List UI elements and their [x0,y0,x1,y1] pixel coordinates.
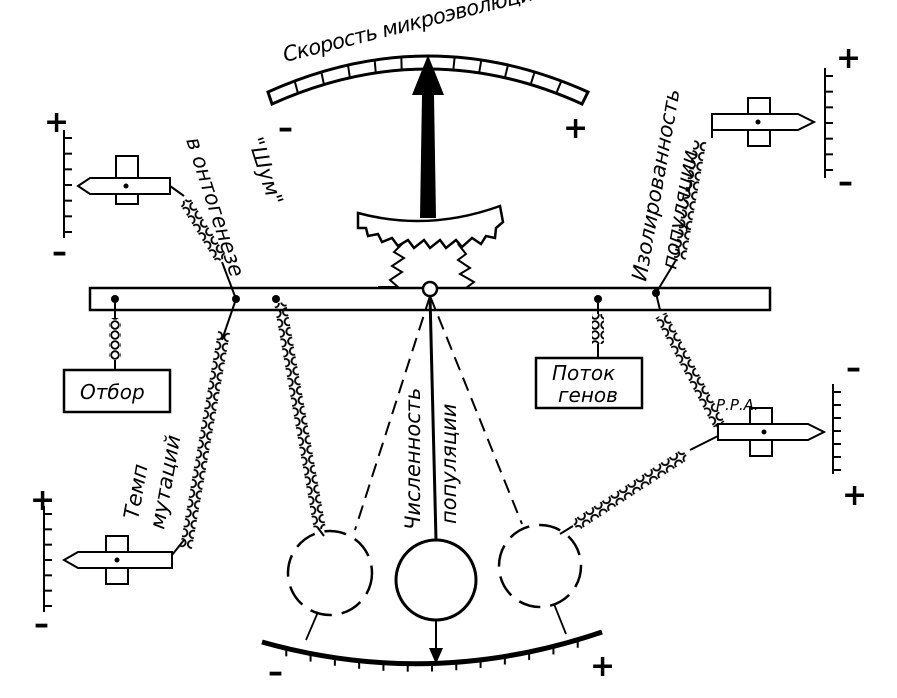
speed-scale-minus: – [278,111,293,146]
speed-scale-ticks [293,55,563,94]
gauge-isolation-minus: – [838,165,853,200]
speed-scale-tick [478,59,483,74]
gauge-rra-plus: + [842,478,867,513]
gene-flow-box: Поток генов [534,356,644,410]
gear-link-right [456,243,486,289]
speed-arrow [412,55,444,218]
bottom-scale-minus: – [268,655,283,690]
gauge-mutation: + – [30,483,173,642]
population-size-label-line1: Численность [401,388,425,530]
gear-segment [356,204,505,250]
bottom-scale: – + [261,629,615,690]
gauge-isolation-plus: + [836,41,861,76]
rra-label: Р.Р.А. [716,396,759,414]
speed-scale-tick [373,59,377,73]
gauge-noise-plus: + [44,105,69,140]
selection-label: Отбор [80,380,145,404]
pendulum-bob [394,538,478,622]
speed-scale-tick [555,80,563,94]
bottom-scale-plus: + [590,649,615,684]
speed-scale-plus: + [563,111,588,146]
pivot [421,280,439,298]
gear-link-left [378,241,406,288]
speed-scale-tick [320,71,325,85]
gauge-rra: – + [717,351,867,513]
gauge-isolation: + – [711,41,861,200]
gauge-mutation-minus: – [34,607,49,642]
gauge-mutation-plus: + [30,483,55,518]
speed-scale-tick [293,80,299,94]
pendulum-right-position [497,523,583,609]
speed-scale-tick [529,71,536,85]
gauge-rra-minus: – [846,351,861,386]
pendulum-left-position [286,529,374,617]
speed-scale-tick [452,56,456,71]
gauge-noise: + – [44,105,171,270]
gene-flow-label-line2: генов [558,383,618,407]
speed-scale-tick [347,64,351,78]
pendulum [286,295,583,664]
speed-scale-tick [503,64,509,78]
gene-flow-label-line1: Поток [552,361,615,385]
selection-box: Отбор [62,368,172,414]
mutation-label-line2: мутаций [145,433,185,531]
gauge-noise-minus: – [52,235,67,270]
springs [109,120,725,556]
population-size-label-line2: популяции [437,404,461,524]
